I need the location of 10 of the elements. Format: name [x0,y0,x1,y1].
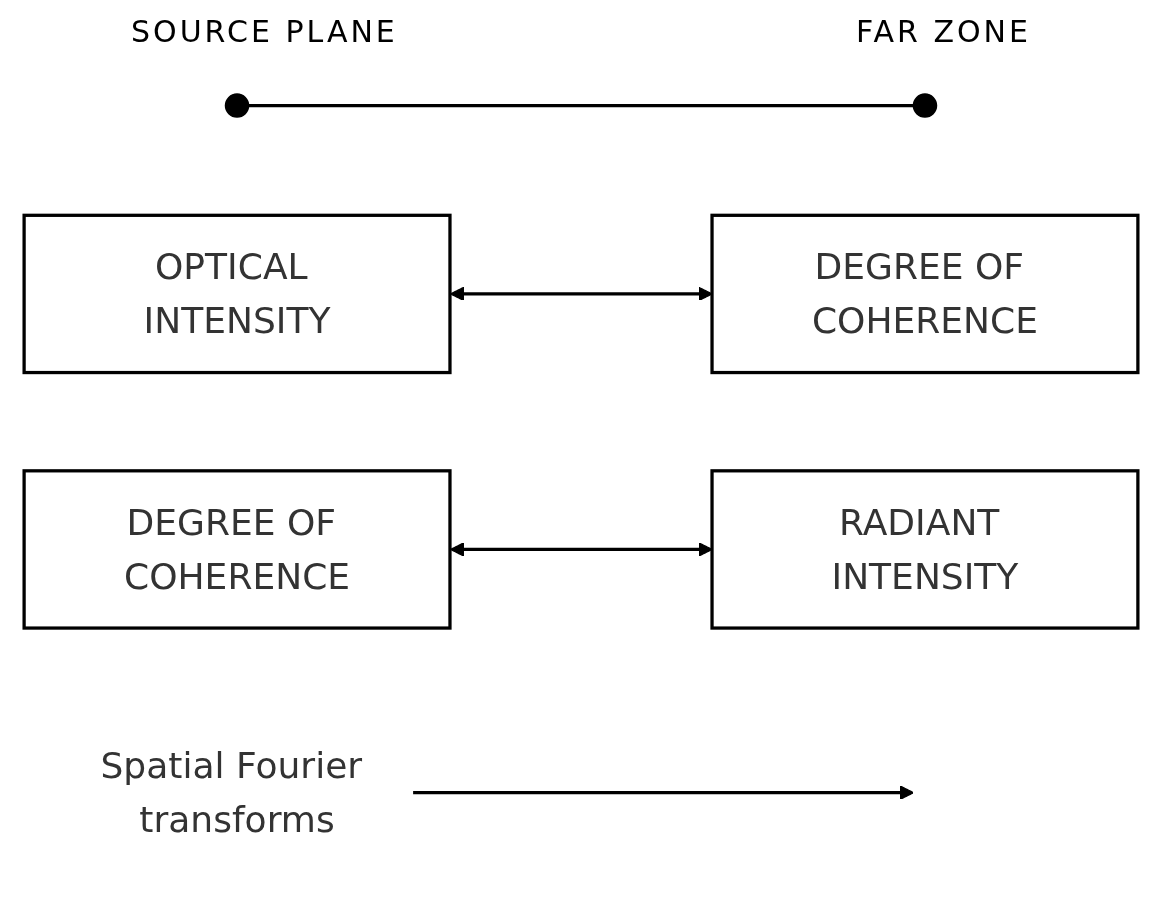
annotation-text: Spatial Fourier transforms [100,745,363,841]
quantity-box: RADIANT INTENSITY [710,469,1140,631]
endpoint-dot [224,93,250,119]
line [248,104,914,108]
quantity-box: OPTICAL INTENSITY [22,214,452,375]
quantity-box: DEGREE OF COHERENCE [710,214,1140,375]
endpoint-dot [912,93,938,119]
column-heading: FAR ZONE [856,14,1031,49]
quantity-box: DEGREE OF COHERENCE [22,469,452,631]
column-heading: SOURCE PLANE [131,14,398,49]
